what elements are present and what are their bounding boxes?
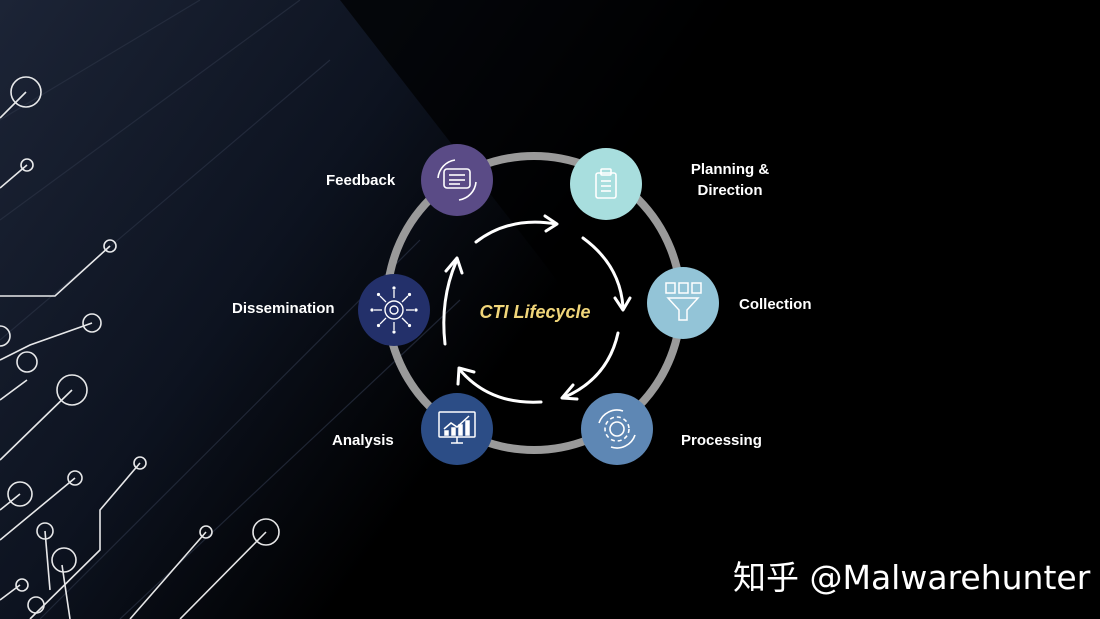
label-analysis: Analysis <box>332 432 394 449</box>
chat-icon <box>437 159 477 201</box>
stage-collection <box>647 267 719 339</box>
label-planning: Planning & Direction <box>684 159 776 201</box>
arrow-planning-to-collection <box>581 236 625 309</box>
label-processing: Processing <box>681 432 762 449</box>
cycle-arrows <box>442 214 632 404</box>
funnel-icon <box>665 282 702 321</box>
label-planning-text: Planning & Direction <box>690 161 770 199</box>
label-feedback: Feedback <box>326 172 396 189</box>
diagram-title: CTI Lifecycle <box>479 302 591 322</box>
stage-analysis <box>421 393 493 465</box>
stage-planning <box>570 148 642 220</box>
stage-processing <box>581 393 653 465</box>
gear-cycle-icon <box>598 409 636 449</box>
label-dissemination: Dissemination <box>232 300 335 317</box>
stage-dissemination <box>358 274 430 346</box>
circuit-lines <box>0 76 280 619</box>
stage-feedback <box>421 144 493 216</box>
label-collection: Collection <box>739 296 812 313</box>
arrow-analysis-to-dissemination <box>442 260 458 346</box>
arrow-processing-to-analysis <box>458 368 543 404</box>
broadcast-icon <box>370 286 418 334</box>
watermark: 知乎 @Malwarehunter <box>733 558 1091 597</box>
arrow-collection-to-processing <box>563 331 620 399</box>
arrow-feedback-to-planning <box>474 220 558 244</box>
clipboard-icon <box>595 168 617 199</box>
chart-monitor-icon <box>438 411 476 444</box>
